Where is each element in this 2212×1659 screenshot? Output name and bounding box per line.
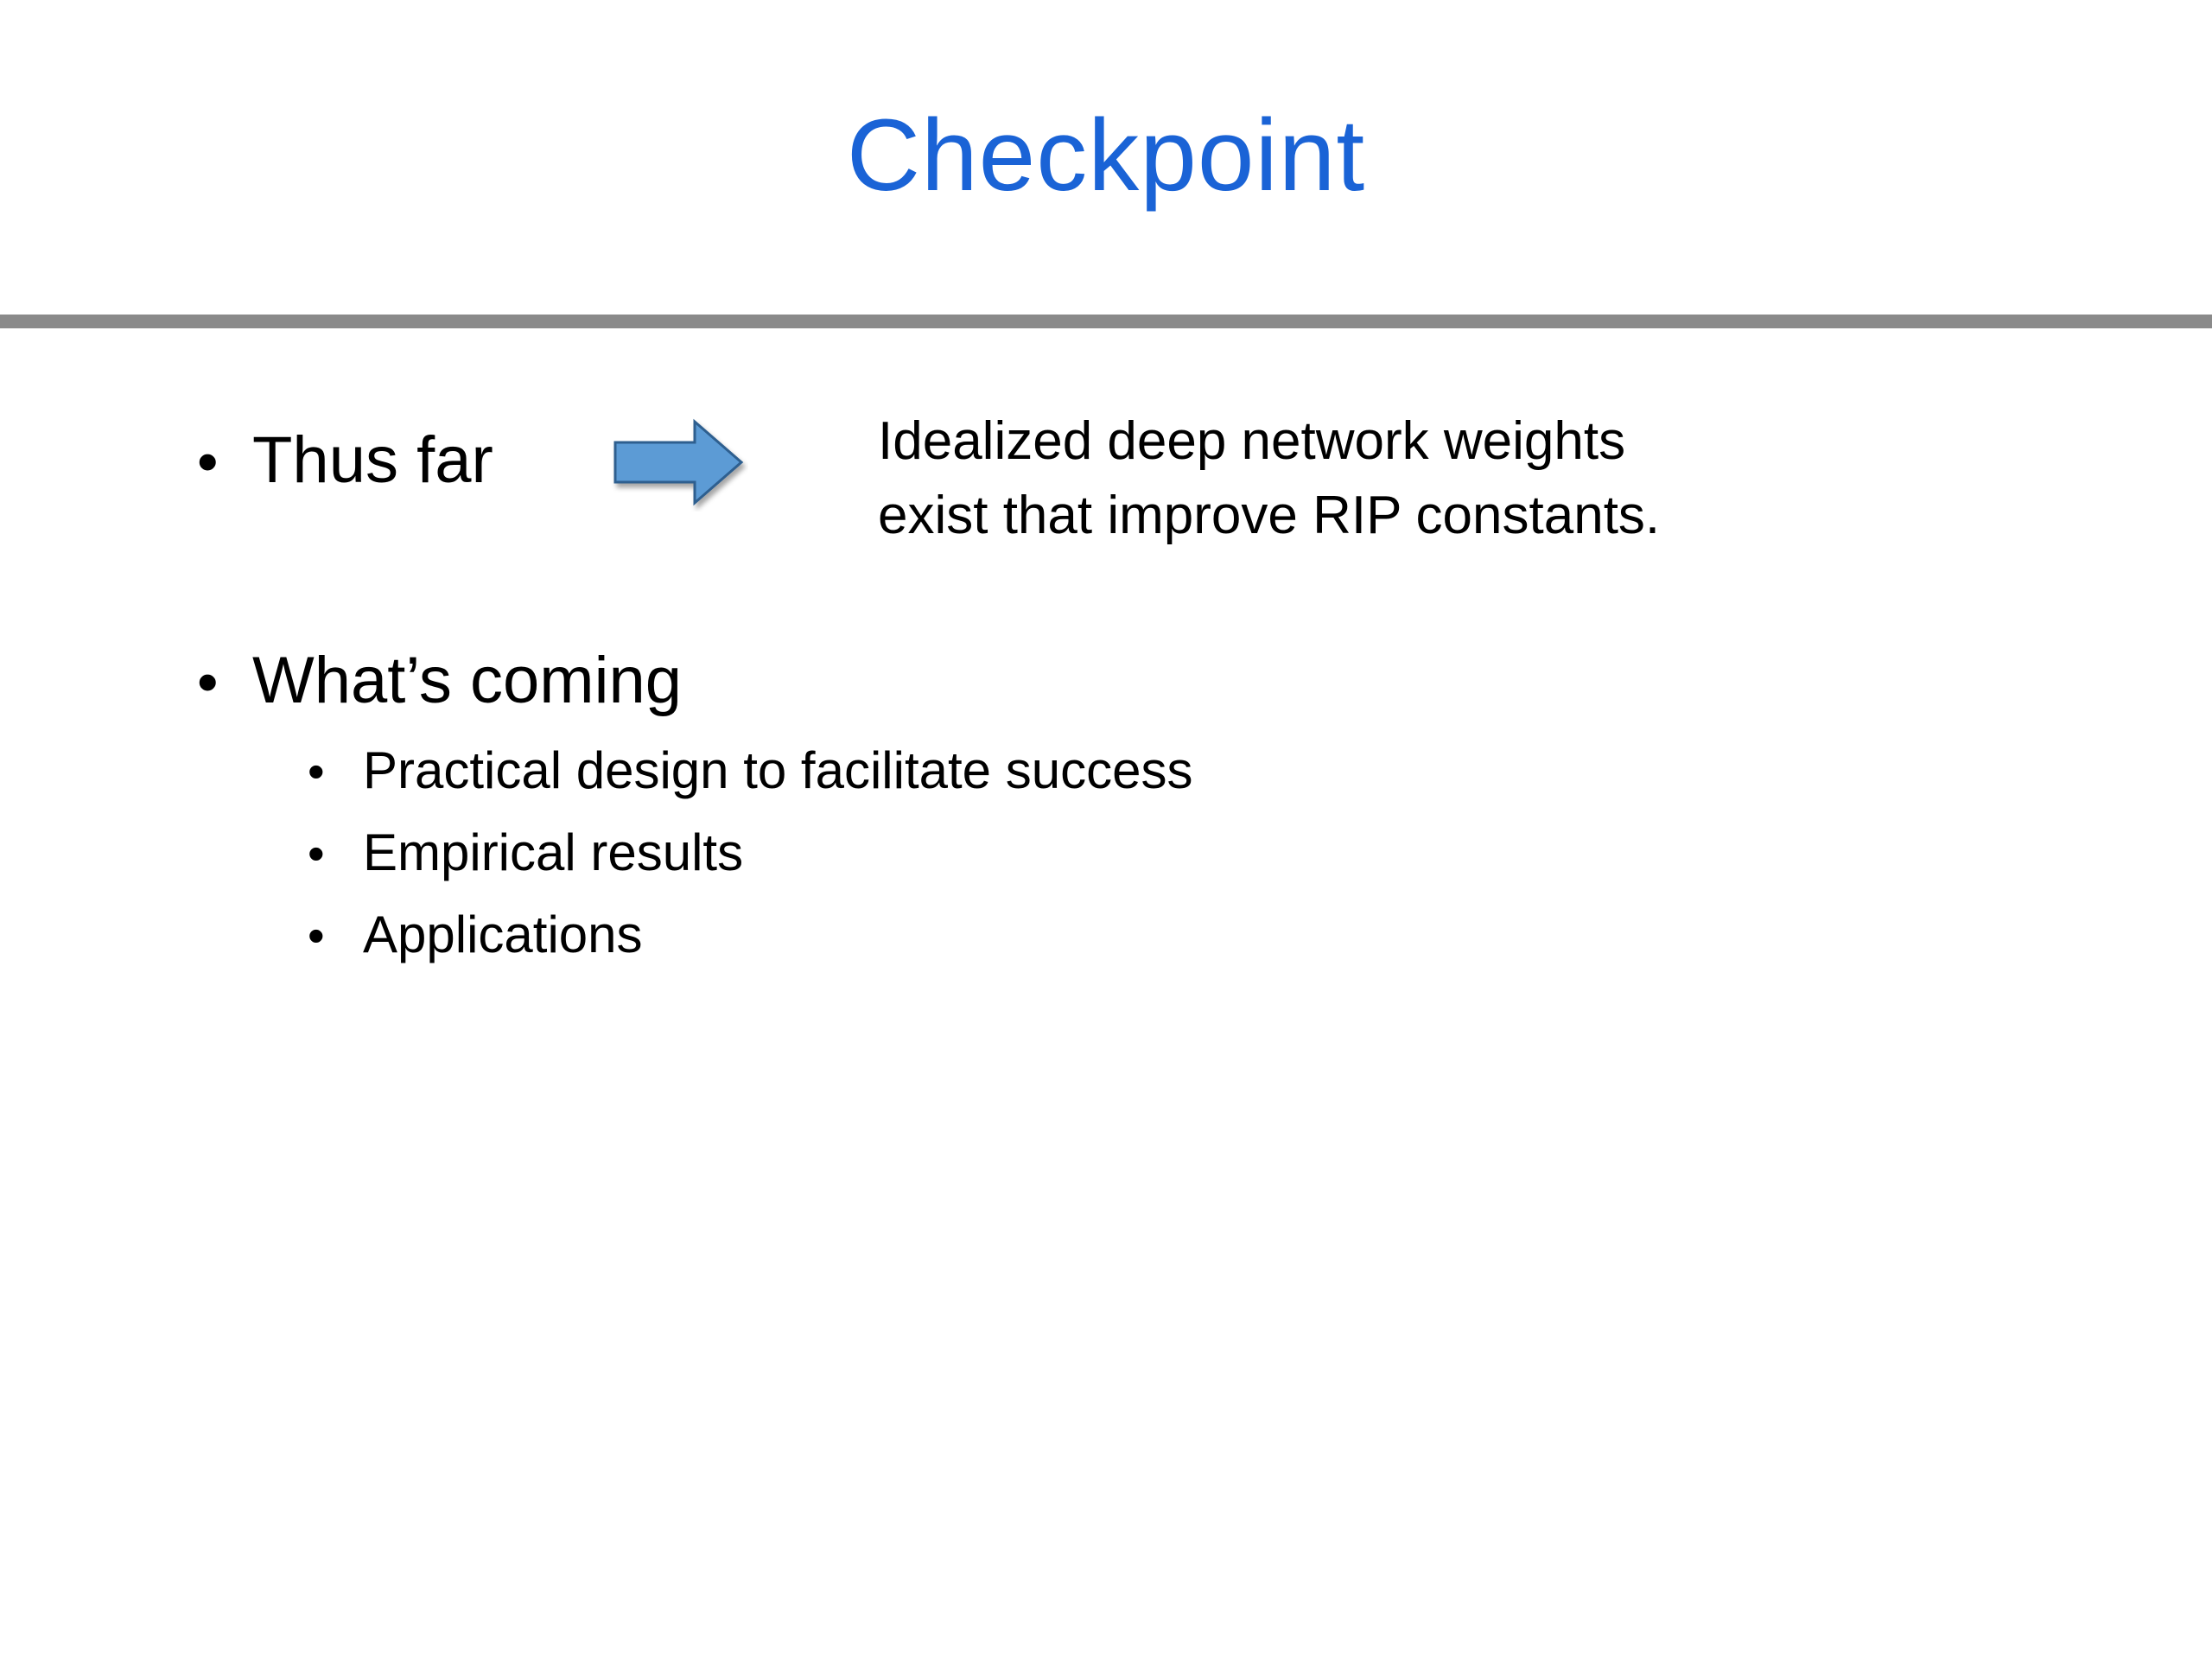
bullet-label: What’s coming [252,644,683,717]
bullet-marker: • [308,826,325,880]
note-line: Idealized deep network weights [878,411,1626,471]
sub-bullet-label: Empirical results [363,823,744,881]
slide-title: Checkpoint [846,99,1366,213]
sub-bullet-empirical-results: • Empirical results [308,818,743,888]
bullet-whats-coming: • What’s coming [197,639,682,723]
sub-bullet-label: Applications [363,906,643,963]
title-divider [0,315,2212,328]
bullet-marker: • [308,908,325,963]
note-line: exist that improve RIP constants. [878,486,1661,545]
bullet-thus-far: • Thus far [197,419,493,503]
right-arrow-icon [613,418,744,506]
sub-bullet-practical-design: • Practical design to facilitate success [308,736,1192,806]
sub-bullet-label: Practical design to facilitate success [363,741,1193,799]
thus-far-note: Idealized deep network weights exist tha… [878,404,1915,553]
sub-bullet-applications: • Applications [308,900,643,970]
bullet-marker: • [308,744,325,798]
bullet-label: Thus far [252,423,493,497]
bullet-marker: • [197,648,219,715]
bullet-marker: • [197,428,219,495]
